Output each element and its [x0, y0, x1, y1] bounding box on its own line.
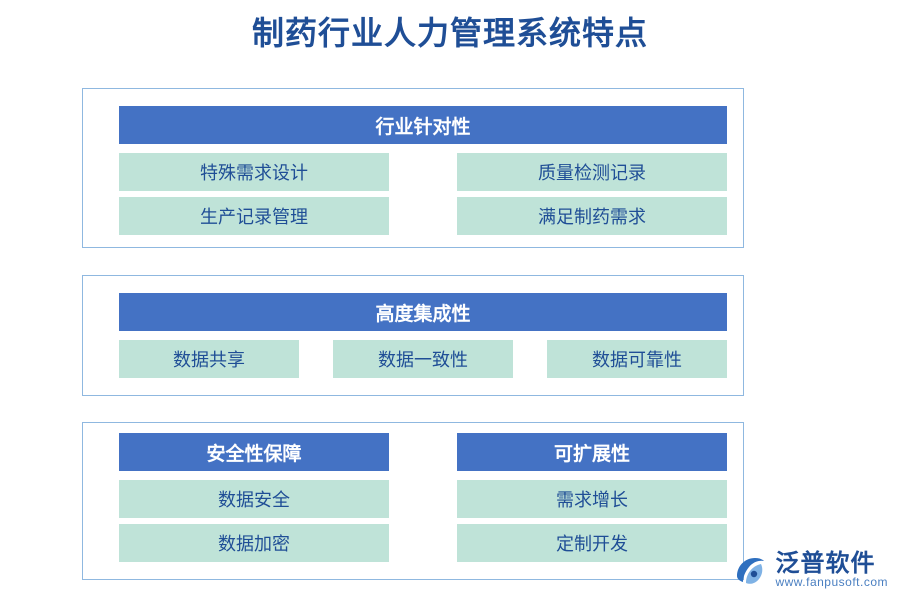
feature-item: 数据可靠性	[547, 340, 727, 378]
page-title: 制药行业人力管理系统特点	[251, 14, 648, 52]
group-header-security-assurance: 安全性保障	[119, 433, 389, 471]
feature-item: 定制开发	[457, 524, 727, 562]
logo-url: www.fanpusoft.com	[775, 575, 888, 590]
group-header-high-integration: 高度集成性	[119, 293, 727, 331]
feature-group-high-integration: 高度集成性 数据共享 数据一致性 数据可靠性	[82, 275, 744, 396]
feature-item: 数据一致性	[333, 340, 513, 378]
logo-mark-icon	[729, 550, 769, 590]
feature-item: 满足制药需求	[457, 197, 727, 235]
brand-logo: 泛普软件 www.fanpusoft.com	[729, 550, 888, 590]
feature-group-industry-specificity: 行业针对性 特殊需求设计 生产记录管理 质量检测记录 满足制药需求	[82, 88, 744, 248]
feature-item: 数据安全	[119, 480, 389, 518]
feature-group-security-and-scalability: 安全性保障 数据安全 数据加密 可扩展性 需求增长 定制开发	[82, 422, 744, 580]
group-header-industry-specificity: 行业针对性	[119, 106, 727, 144]
feature-item: 质量检测记录	[457, 153, 727, 191]
feature-item: 特殊需求设计	[119, 153, 389, 191]
feature-item: 数据加密	[119, 524, 389, 562]
logo-name: 泛普软件	[775, 549, 876, 578]
feature-item: 生产记录管理	[119, 197, 389, 235]
group-header-scalability: 可扩展性	[457, 433, 727, 471]
feature-item: 数据共享	[119, 340, 299, 378]
feature-item: 需求增长	[457, 480, 727, 518]
